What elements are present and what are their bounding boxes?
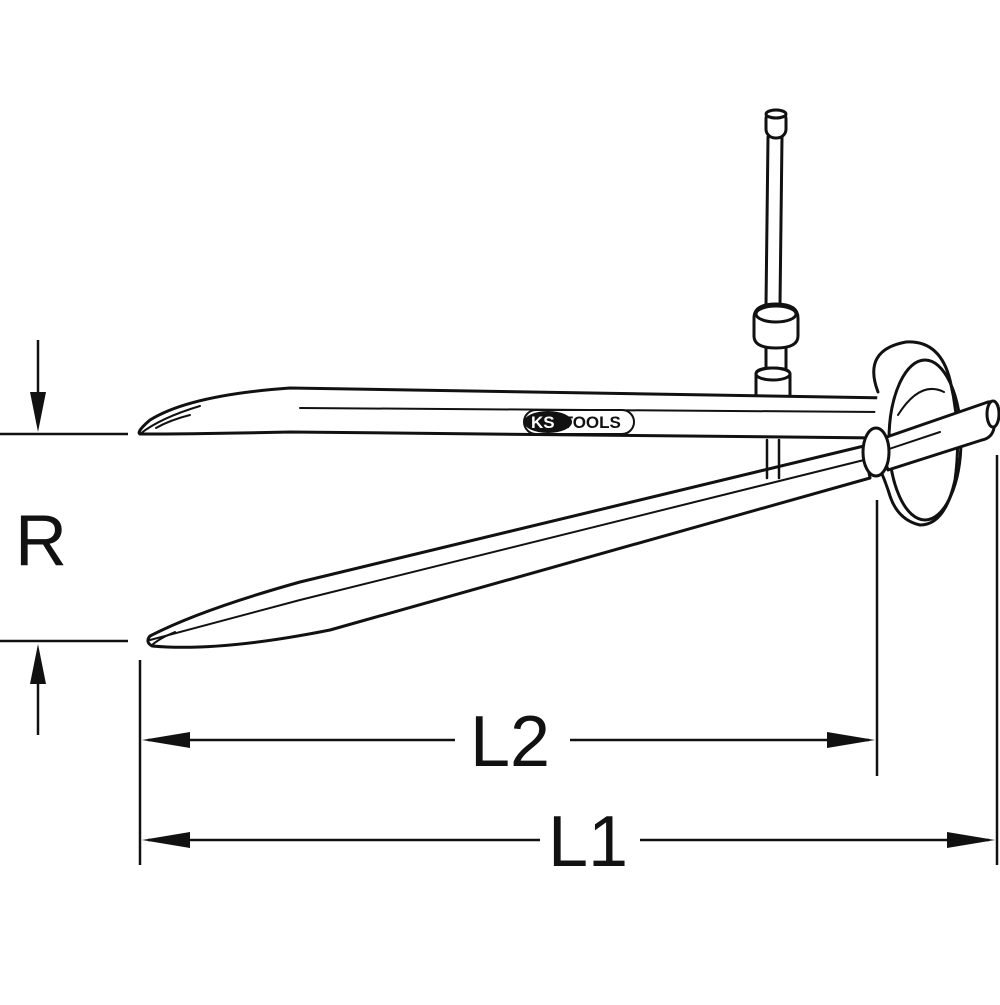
compass-tool [137, 108, 1000, 649]
radius-label: R [15, 501, 67, 581]
l2-dimension [138, 500, 879, 865]
logo-text-brand: KS TOOLS [531, 413, 621, 432]
lower-leg [146, 438, 872, 649]
l2-label: L2 [470, 702, 550, 782]
l1-label: L1 [548, 802, 628, 882]
l2-arrow-right [827, 732, 875, 748]
spring-bow-head [861, 340, 1000, 527]
logo-text-tools: TOOLS [563, 413, 621, 432]
adjusting-rod [752, 108, 800, 404]
logo-text-ks: KS [531, 413, 555, 432]
radius-arrow-top-head [30, 392, 46, 432]
ks-tools-logo [523, 409, 635, 435]
l1-dimension [142, 455, 999, 865]
l1-arrow-right [947, 832, 995, 848]
logo-text: KS TOOLS [531, 413, 621, 432]
l1-arrow-left [142, 832, 190, 848]
radius-dimension [0, 340, 128, 735]
l2-arrow-left [142, 732, 190, 748]
upper-leg [137, 386, 892, 440]
radius-arrow-bottom-head [30, 644, 46, 684]
